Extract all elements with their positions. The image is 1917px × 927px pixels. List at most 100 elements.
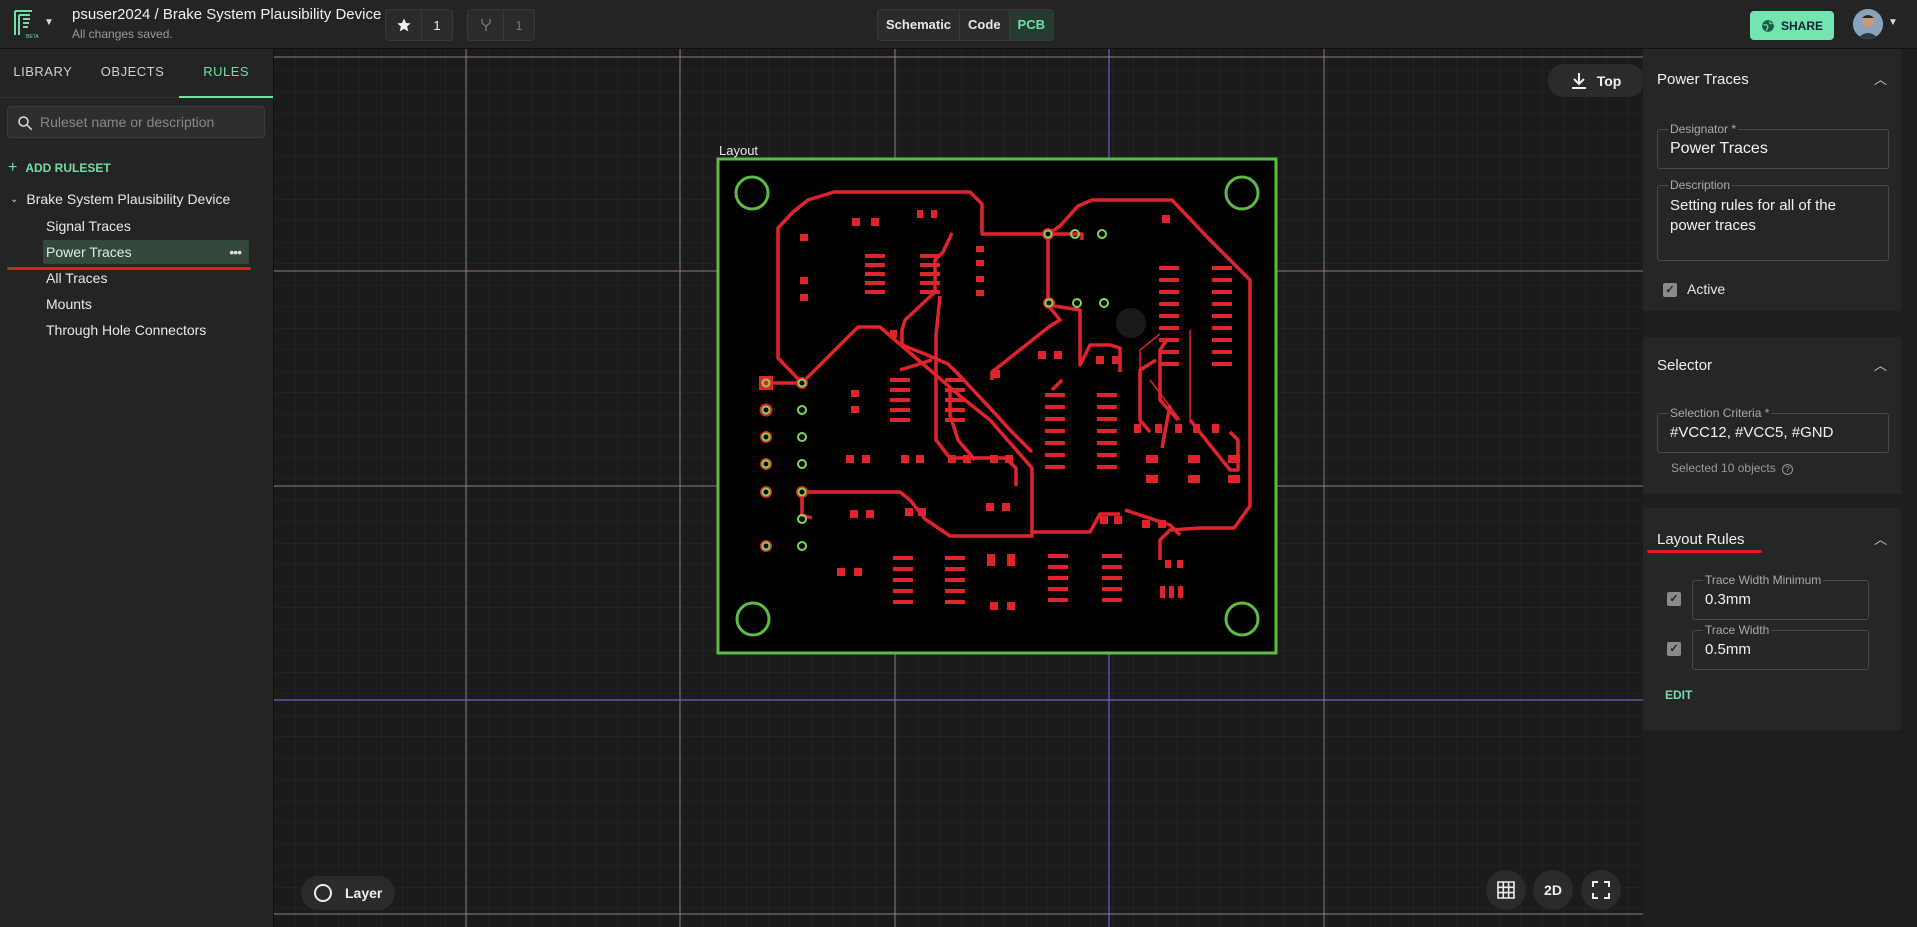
fork-button[interactable]: [468, 10, 504, 40]
ruleset-label: Power Traces: [46, 244, 132, 260]
star-button[interactable]: [386, 10, 422, 40]
signal-traces: [1139, 330, 1191, 430]
top-bar: BETA ▼ psuser2024 / Brake System Plausib…: [0, 0, 1917, 49]
star-group: 1: [385, 9, 453, 41]
mounting-hole[interactable]: [1224, 601, 1260, 637]
selected-count: Selected 10 objects ?: [1671, 461, 1794, 475]
designator-label: Designator *: [1668, 122, 1739, 136]
view-mode-button[interactable]: 2D: [1533, 870, 1573, 910]
board-marker: [1116, 308, 1146, 338]
project-title[interactable]: psuser2024 / Brake System Plausibility D…: [72, 6, 382, 23]
mode-tabs: Schematic Code PCB: [877, 9, 1054, 41]
left-panel-tabs: LIBRARY OBJECTS RULES: [0, 49, 273, 98]
help-circle-icon[interactable]: ?: [1782, 464, 1794, 475]
ruleset-through-hole-connectors[interactable]: Through Hole Connectors: [46, 322, 207, 338]
layer-label: Layer: [345, 885, 383, 901]
selection-criteria-value[interactable]: #VCC12, #VCC5, #GND: [1670, 424, 1834, 441]
trace-width-min-label: Trace Width Minimum: [1703, 573, 1824, 587]
view-side-button[interactable]: Top: [1548, 64, 1643, 97]
mounting-hole[interactable]: [1224, 175, 1260, 211]
designator-field[interactable]: Designator * Power Traces: [1657, 122, 1889, 169]
collapse-chevron-icon[interactable]: ︿: [1873, 358, 1887, 373]
ruleset-signal-traces[interactable]: Signal Traces: [46, 218, 131, 234]
search-icon: [18, 116, 33, 131]
star-icon: [396, 18, 411, 32]
trace-width-min-value[interactable]: 0.3mm: [1705, 591, 1751, 608]
ruleset-card-title: Power Traces: [1657, 71, 1749, 88]
save-status: All changes saved.: [72, 27, 173, 41]
annotation-underline: [7, 267, 251, 270]
fork-count: 1: [515, 17, 523, 33]
layout-label: Layout: [719, 143, 758, 158]
layout-rules-title: Layout Rules: [1657, 531, 1745, 548]
add-ruleset-label: ADD RULESET: [25, 161, 111, 175]
power-traces[interactable]: [766, 190, 1252, 560]
selection-criteria-field[interactable]: Selection Criteria * #VCC12, #VCC5, #GND: [1657, 406, 1889, 453]
trace-width-label: Trace Width: [1703, 623, 1772, 637]
add-ruleset-button[interactable]: + ADD RULESET: [8, 159, 111, 177]
ruleset-all-traces[interactable]: All Traces: [46, 270, 108, 286]
collapse-chevron-icon[interactable]: ︿: [1873, 72, 1887, 87]
user-avatar-icon: [1853, 9, 1883, 39]
tab-pcb[interactable]: PCB: [1009, 10, 1053, 40]
description-value[interactable]: Setting rules for all of the power trace…: [1670, 197, 1836, 234]
designator-value[interactable]: Power Traces: [1670, 140, 1768, 157]
fork-group: 1: [467, 9, 535, 41]
description-label: Description: [1668, 178, 1733, 192]
search-input[interactable]: Ruleset name or description: [40, 114, 215, 130]
through-hole-pads[interactable]: [759, 228, 1109, 552]
left-panel: LIBRARY OBJECTS RULES Ruleset name or de…: [0, 49, 274, 927]
star-count: 1: [433, 17, 441, 33]
more-options-icon[interactable]: •••: [229, 244, 242, 260]
tab-schematic[interactable]: Schematic: [878, 10, 961, 40]
mounting-hole[interactable]: [735, 601, 771, 637]
tab-rules[interactable]: RULES: [179, 49, 273, 98]
fullscreen-icon: [1592, 881, 1610, 899]
account-menu-chevron-icon[interactable]: ▼: [1888, 17, 1898, 28]
avatar[interactable]: [1853, 9, 1883, 39]
mounting-hole[interactable]: [734, 175, 770, 211]
trace-width-field[interactable]: Trace Width 0.5mm: [1692, 623, 1869, 670]
project-title-block: psuser2024 / Brake System Plausibility D…: [72, 6, 381, 41]
annotation-underline: [1647, 550, 1762, 553]
trace-width-value[interactable]: 0.5mm: [1705, 641, 1751, 658]
grid-toggle-button[interactable]: [1486, 870, 1526, 910]
collapse-chevron-icon[interactable]: ︿: [1873, 532, 1887, 547]
grid-icon: [1497, 881, 1515, 899]
description-field[interactable]: Description Setting rules for all of the…: [1657, 178, 1889, 261]
selected-count-text: Selected 10 objects: [1671, 461, 1776, 475]
pcb-board-view[interactable]: Layout: [274, 49, 1643, 927]
tab-code[interactable]: Code: [960, 10, 1010, 40]
share-label: SHARE: [1780, 18, 1823, 33]
fullscreen-button[interactable]: [1581, 870, 1621, 910]
ruleset-card: Power Traces ︿ Designator * Power Traces…: [1643, 49, 1901, 311]
edit-rules-button[interactable]: EDIT: [1665, 688, 1693, 702]
pcb-board[interactable]: [716, 157, 1278, 655]
ruleset-mounts[interactable]: Mounts: [46, 296, 92, 312]
share-button[interactable]: SHARE: [1750, 11, 1834, 40]
tab-objects[interactable]: OBJECTS: [100, 64, 165, 79]
chevron-down-icon[interactable]: ⌄: [10, 193, 19, 205]
ruleset-power-traces[interactable]: Power Traces •••: [43, 240, 249, 264]
view-side-label: Top: [1596, 72, 1622, 89]
selector-card: Selector ︿ Selection Criteria * #VCC12, …: [1643, 337, 1901, 494]
svg-text:BETA: BETA: [26, 34, 39, 39]
fork-icon: [480, 19, 491, 31]
trace-width-checkbox[interactable]: ✓: [1667, 642, 1681, 656]
layer-toggle-button[interactable]: Layer: [301, 876, 395, 910]
smd-pads[interactable]: [800, 210, 1240, 610]
layout-rules-card: Layout Rules ︿ ✓ Trace Width Minimum 0.3…: [1643, 508, 1901, 730]
ruleset-search[interactable]: Ruleset name or description: [7, 106, 265, 138]
selection-criteria-label: Selection Criteria *: [1668, 406, 1772, 420]
tree-root[interactable]: ⌄ Brake System Plausibility Device: [10, 191, 230, 207]
layer-circle-icon: [314, 884, 332, 902]
app-logo-icon[interactable]: BETA: [12, 9, 40, 39]
app-menu-chevron-icon[interactable]: ▼: [44, 17, 54, 28]
trace-width-min-field[interactable]: Trace Width Minimum 0.3mm: [1692, 573, 1869, 620]
trace-width-min-checkbox[interactable]: ✓: [1667, 592, 1681, 606]
active-checkbox[interactable]: ✓: [1663, 283, 1677, 297]
pcb-canvas[interactable]: Layout: [274, 49, 1643, 927]
active-label: Active: [1687, 281, 1726, 297]
download-arrow-icon: [1571, 72, 1586, 89]
tab-library[interactable]: LIBRARY: [13, 64, 73, 79]
